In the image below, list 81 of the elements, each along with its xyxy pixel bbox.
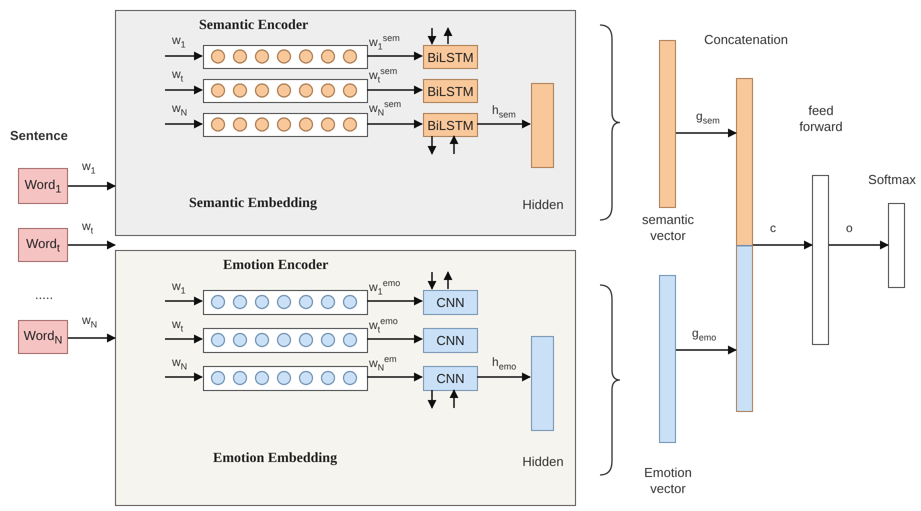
word-box: Word$_{N}$ (18, 320, 68, 354)
cnn-box: CNN (423, 290, 478, 315)
arrow (68, 240, 116, 250)
arrow (165, 296, 203, 306)
edge-label: w$_{t}$ (172, 318, 184, 334)
vector-bar (531, 83, 554, 168)
arrow (367, 296, 423, 306)
arrow (367, 334, 423, 344)
arrow (676, 128, 737, 138)
arrow (428, 28, 436, 45)
edge-label: w$_{1}$ (172, 280, 186, 296)
encoder-panel (115, 10, 576, 236)
arrow (450, 389, 458, 408)
edge-label: c (770, 222, 776, 236)
bar-caption: Softmax (867, 172, 917, 188)
vector-bar (659, 40, 676, 208)
arrow (829, 240, 889, 250)
arrow (477, 120, 531, 128)
bilstm-box: BiLSTM (423, 79, 478, 103)
arrow (367, 120, 423, 128)
vector-bar (812, 175, 829, 345)
bilstm-box: BiLSTM (423, 45, 478, 69)
arrow (444, 271, 452, 289)
bar-caption: Hidden (521, 454, 565, 470)
edge-label: w$_{N}$ (172, 102, 188, 118)
vector-bar (531, 336, 554, 431)
arrow (367, 372, 423, 382)
arrow (68, 182, 116, 190)
arrow (477, 372, 531, 382)
panel-title: Emotion Encoder (223, 258, 328, 274)
edge-label: w$_{1}$ (172, 34, 186, 50)
embedding-row (203, 45, 368, 69)
arrow (676, 346, 737, 354)
edge-label: g$_{sem}$ (696, 110, 720, 126)
panel-title: Semantic Encoder (199, 18, 308, 34)
concatenated-vector-bar (736, 78, 753, 412)
arrow (444, 27, 452, 44)
panel-title: Emotion Embedding (213, 451, 338, 467)
arrow (450, 135, 458, 154)
edge-label: w$_{t}$ (82, 220, 94, 236)
edge-label: w$_{N}$ (82, 314, 98, 330)
encoder-panel (115, 250, 576, 506)
group-label: Sentence (10, 128, 68, 143)
edge-label: o (846, 222, 853, 236)
vector-bar (888, 203, 905, 288)
arrow (165, 86, 203, 94)
embedding-row (203, 113, 368, 137)
edge-label: w$_{N}$ (172, 356, 188, 372)
edge-label: w$_{1}$ (82, 160, 96, 176)
arrow (68, 334, 116, 342)
word-box: Word$_{t}$ (18, 228, 68, 262)
arrow (428, 390, 436, 409)
edge-label: h$_{emo}$ (492, 356, 516, 372)
bar-caption: semantic vector (640, 212, 696, 244)
arrow (367, 86, 423, 94)
arrow (428, 136, 436, 155)
cnn-box: CNN (423, 328, 478, 353)
embedding-row (203, 328, 368, 353)
bar-caption: Emotion vector (643, 465, 693, 496)
panel-title: Semantic Embedding (189, 196, 317, 212)
cnn-box: CNN (423, 366, 478, 391)
arrow (165, 334, 203, 344)
edge-label: h$_{sem}$ (492, 104, 516, 120)
arrow (428, 272, 436, 290)
arrow (753, 240, 813, 250)
arrow (165, 372, 203, 382)
arrow (165, 52, 203, 60)
edge-label: w$_{t}$ (172, 68, 184, 84)
arrow (165, 120, 203, 128)
arrow (367, 52, 423, 60)
embedding-row (203, 366, 368, 391)
embedding-row (203, 290, 368, 315)
bar-caption: Concatenation (703, 32, 789, 48)
edge-label: g$_{emo}$ (692, 327, 716, 344)
bilstm-box: BiLSTM (423, 113, 478, 137)
vector-bar (659, 275, 676, 443)
word-box: Word$_{1}$ (18, 168, 68, 204)
ellipsis-label: ..... (35, 287, 54, 302)
bar-caption: feed forward (798, 103, 844, 134)
embedding-row (203, 79, 368, 103)
bar-caption: Hidden (521, 197, 565, 213)
